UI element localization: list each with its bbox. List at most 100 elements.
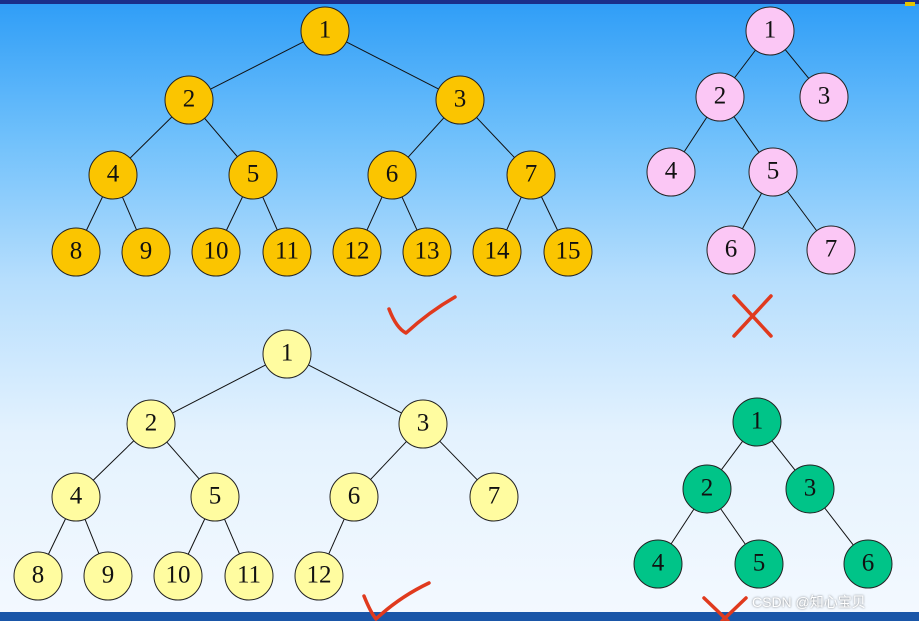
node-circle <box>748 147 798 197</box>
tree-edge <box>210 41 304 90</box>
node-circle <box>51 472 101 522</box>
node-label: 6 <box>862 550 875 577</box>
node-label: 5 <box>209 483 222 510</box>
tree-edge <box>407 117 445 158</box>
node-label: 12 <box>345 238 370 265</box>
node-circle <box>332 227 382 277</box>
node-circle <box>83 551 133 601</box>
tree-node: 5 <box>748 147 798 197</box>
node-label: 13 <box>415 238 440 265</box>
node-circle <box>262 329 312 379</box>
tree-edge <box>720 440 744 471</box>
tree-node: 6 <box>706 225 756 275</box>
node-circle <box>785 464 835 514</box>
node-circle <box>126 399 176 449</box>
bottom-border-bar <box>0 612 919 621</box>
node-circle <box>633 539 683 589</box>
tree-node: 5 <box>190 472 240 522</box>
node-label: 7 <box>488 483 501 510</box>
tree-edge <box>786 190 818 232</box>
tree-node: 12 <box>332 227 382 277</box>
node-circle <box>732 397 782 447</box>
node-label: 1 <box>751 408 764 435</box>
node-label: 1 <box>281 340 294 367</box>
node-label: 9 <box>102 562 115 589</box>
tree-node: 3 <box>799 72 849 122</box>
node-label: 2 <box>714 83 727 110</box>
node-circle <box>121 227 171 277</box>
node-label: 12 <box>307 562 332 589</box>
tree-node: 3 <box>785 464 835 514</box>
node-label: 4 <box>665 158 678 185</box>
tree-node: 3 <box>435 75 485 125</box>
tree-edge <box>187 518 206 555</box>
tree-node: 3 <box>398 399 448 449</box>
tree-node: 4 <box>51 472 101 522</box>
node-label: 7 <box>825 236 838 263</box>
tree-node: 7 <box>806 225 856 275</box>
edge-group <box>683 49 818 232</box>
node-circle <box>398 399 448 449</box>
tree-edge <box>439 440 478 481</box>
tree-edge <box>172 364 266 414</box>
tree-edge <box>328 518 345 555</box>
tree-node: 7 <box>506 150 556 200</box>
tree-node: 1 <box>745 6 795 56</box>
node-label: 9 <box>140 238 153 265</box>
tree-node: 6 <box>367 150 417 200</box>
cross-stroke <box>732 294 773 338</box>
node-circle <box>706 225 756 275</box>
node-circle <box>506 150 556 200</box>
node-label: 6 <box>725 236 738 263</box>
tree-edge <box>204 117 238 158</box>
tree-edge <box>92 440 135 481</box>
node-circle <box>300 6 350 56</box>
tree-node: 8 <box>13 551 63 601</box>
tree-node: 7 <box>469 472 519 522</box>
tree-node: 11 <box>262 227 312 277</box>
tree-node: 6 <box>329 472 379 522</box>
node-circle <box>164 75 214 125</box>
tree-edge <box>225 196 244 231</box>
node-circle <box>472 227 522 277</box>
node-circle <box>367 150 417 200</box>
node-label: 8 <box>32 562 45 589</box>
tree-edge <box>540 196 559 231</box>
tree-node: 2 <box>164 75 214 125</box>
node-label: 2 <box>145 410 158 437</box>
tree-edge <box>84 519 100 554</box>
tree-edge <box>670 508 695 545</box>
node-label: 4 <box>652 550 665 577</box>
node-label: 8 <box>70 238 83 265</box>
check-mark-icon <box>362 581 431 621</box>
tree-node: 9 <box>83 551 133 601</box>
tree-node: 2 <box>126 399 176 449</box>
tree-edge <box>47 518 67 555</box>
tree-node: 4 <box>646 147 696 197</box>
node-circle <box>191 227 241 277</box>
node-circle <box>262 227 312 277</box>
node-circle <box>294 551 344 601</box>
node-circle <box>402 227 452 277</box>
tree-node: 11 <box>224 551 274 601</box>
cross-stroke <box>720 596 748 621</box>
tree-node: 14 <box>472 227 522 277</box>
tree-edge <box>346 41 439 90</box>
node-circle <box>843 539 893 589</box>
node-label: 4 <box>70 483 83 510</box>
node-circle <box>682 464 732 514</box>
node-circle <box>734 539 784 589</box>
node-circle <box>329 472 379 522</box>
node-label: 11 <box>237 562 261 589</box>
node-circle <box>469 472 519 522</box>
tree-edge <box>401 196 418 231</box>
tree-edge <box>824 507 854 546</box>
tree-invalid-pink: 12 3 4 5 6 7 <box>646 6 856 338</box>
tree-edge <box>121 196 138 231</box>
tree-edge <box>734 49 756 79</box>
tree-edge <box>720 508 746 545</box>
tree-node: 1 <box>732 397 782 447</box>
